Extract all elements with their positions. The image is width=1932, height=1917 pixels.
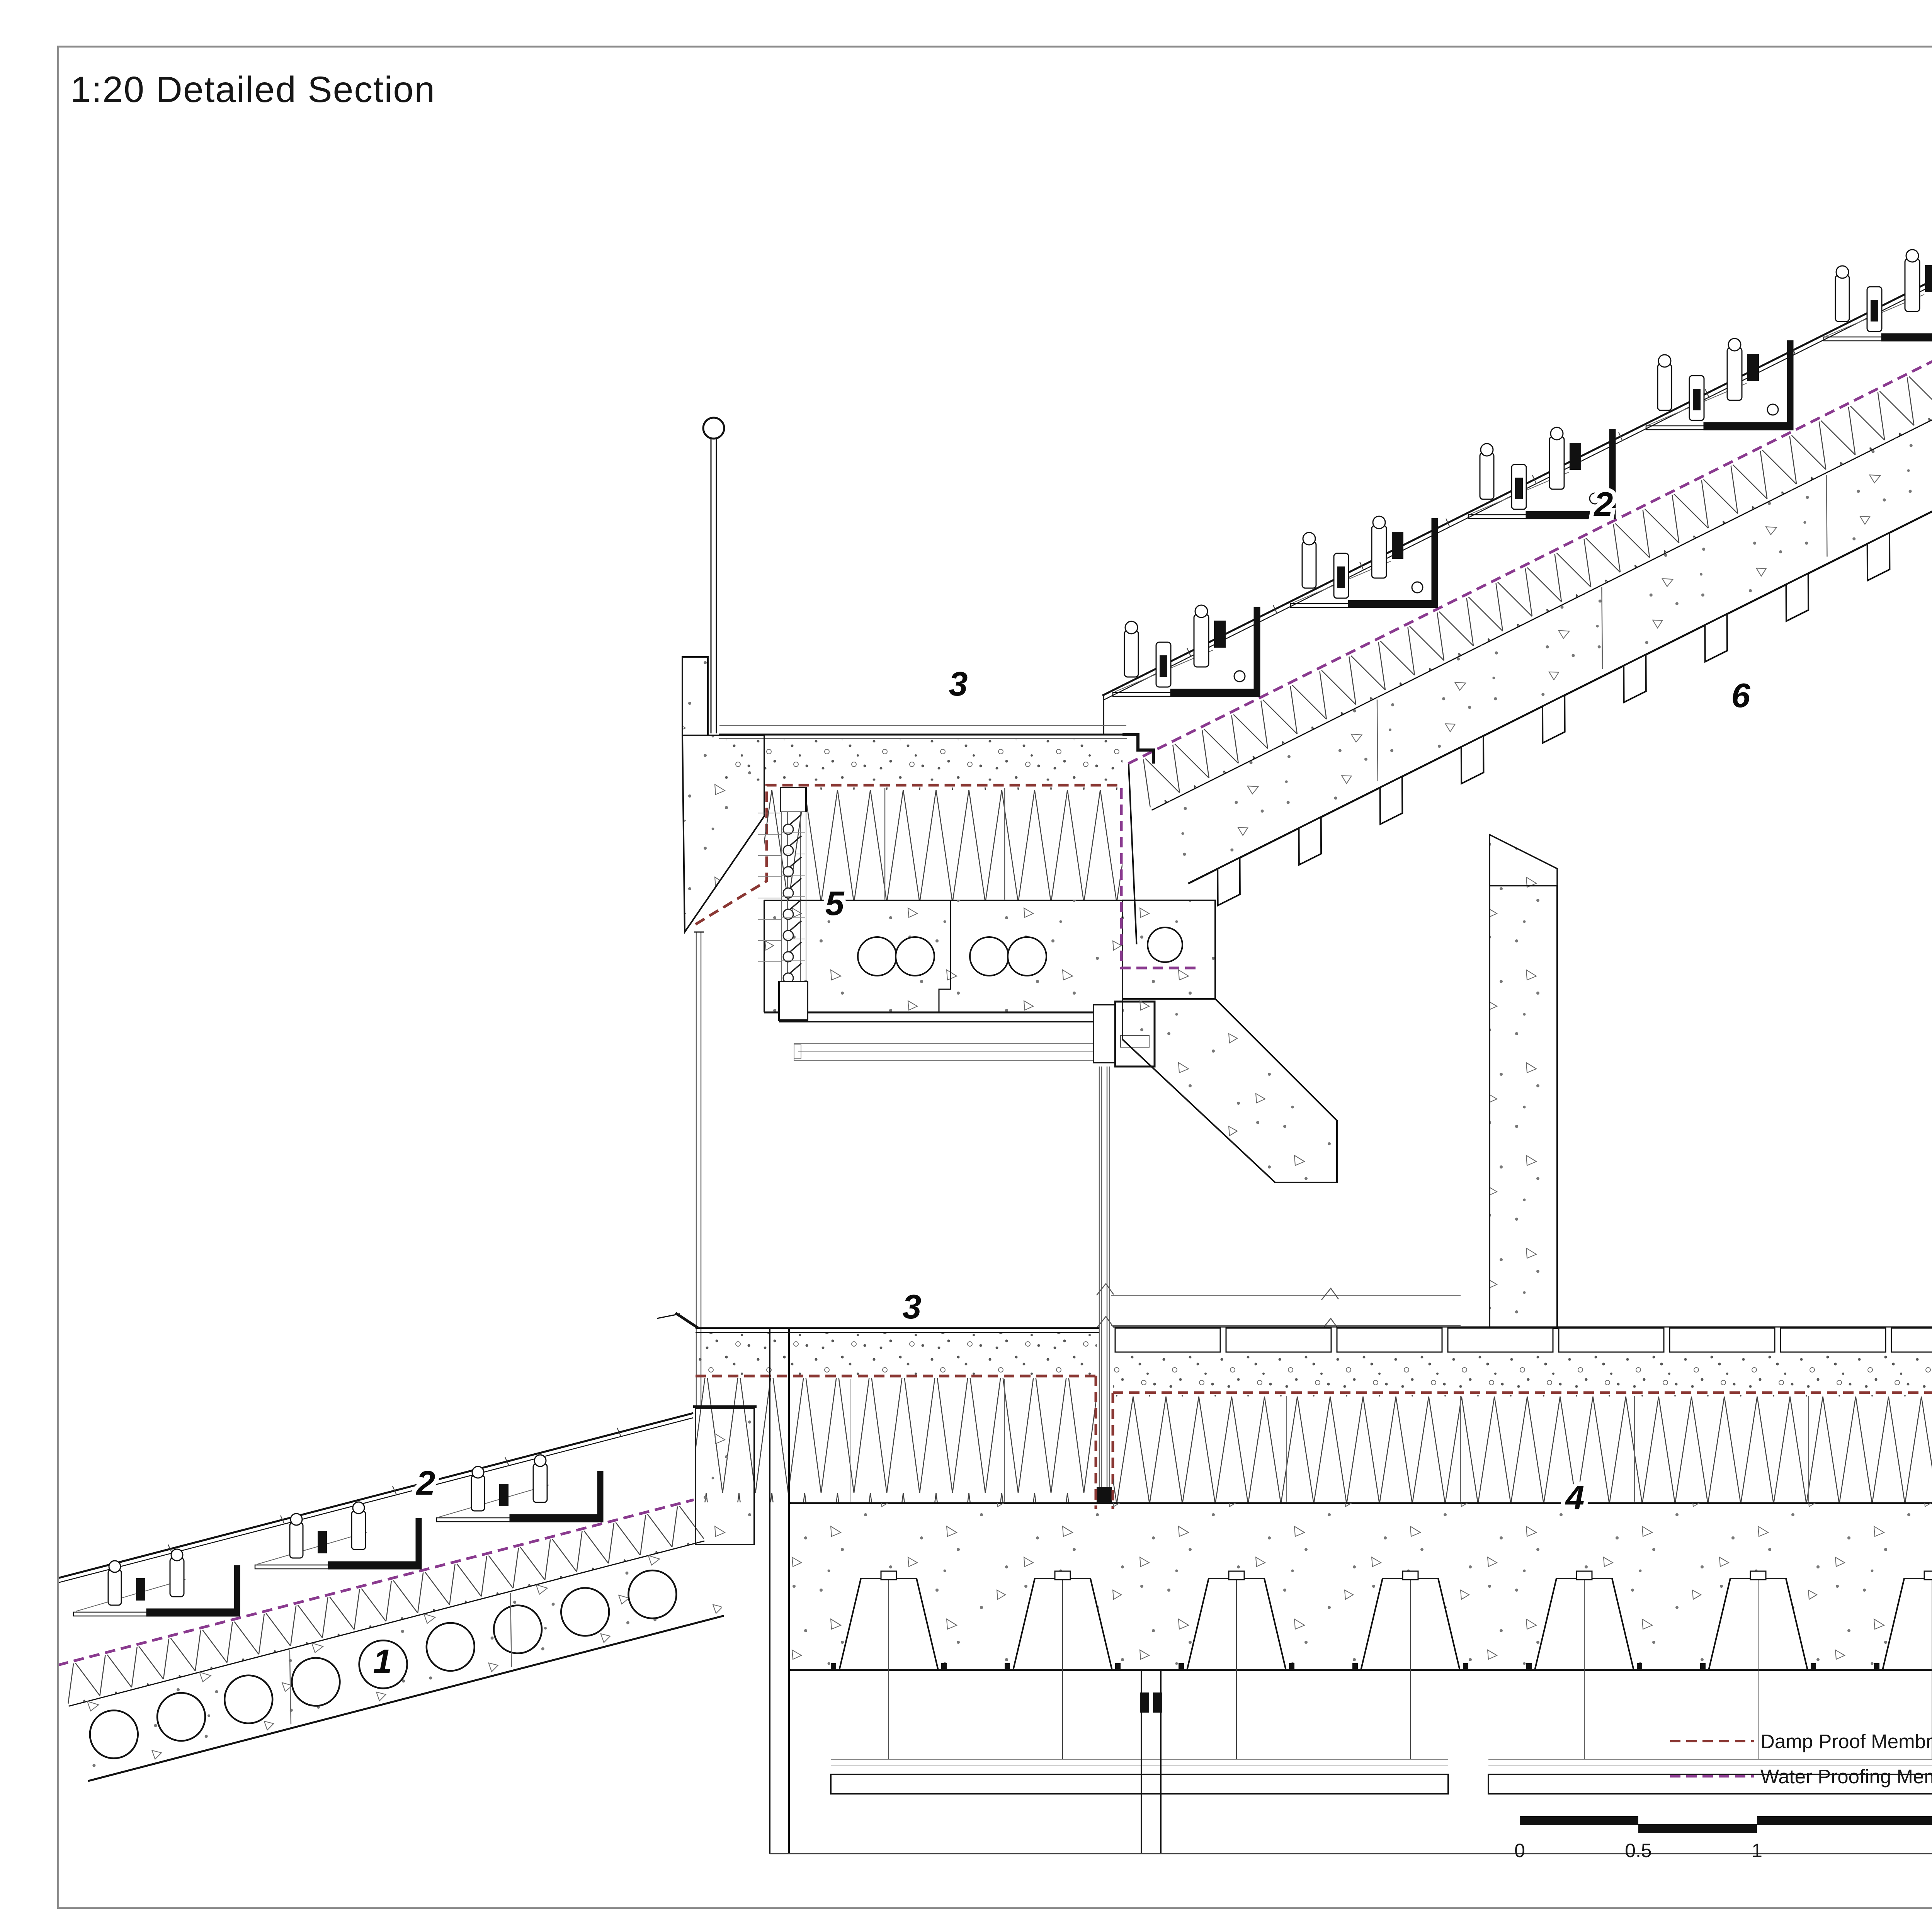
scale-0: 0 (1514, 1840, 1525, 1861)
lower-seating-lift-system (59, 1412, 694, 1617)
page-title: 1:20 Detailed Section (70, 69, 436, 110)
lower-sloped-roof (59, 1405, 757, 1782)
upper-sloped-roof (1122, 337, 1932, 1000)
scale-1: 1 (1752, 1840, 1762, 1861)
glazing-mullion (779, 1000, 1461, 1504)
handrail-cap (702, 417, 725, 440)
sheet-border (57, 46, 1932, 1909)
scale-bar: 0 0.5 1 2m (1514, 1816, 1932, 1861)
concrete-support (1122, 833, 1558, 1329)
callout-upper-seats: 2 (1594, 485, 1613, 523)
callout-vent: 5 (825, 884, 845, 922)
callout-lower-seats: 2 (416, 1464, 435, 1502)
membrane-legend: Damp Proof Membrane Water Proofing Membr… (1670, 1730, 1932, 1788)
terrace-assembly (695, 725, 1200, 1014)
water-proofing-label: Water Proofing Membrane (1760, 1766, 1932, 1788)
parapet-wall (681, 417, 765, 1407)
upper-seating-lift-system (1102, 249, 1932, 735)
callout-lower-roof: 1 (373, 1642, 392, 1681)
damp-proof-label: Damp Proof Membrane (1760, 1730, 1932, 1752)
callout-upper-roof: 6 (1731, 676, 1751, 714)
callout-floor-b: 4 (1565, 1478, 1585, 1517)
callout-terrace-floor: 3 (903, 1288, 922, 1326)
floor-b-assembly (656, 1312, 1932, 1854)
callout-terrace: 3 (949, 665, 968, 703)
ventilation-unit (757, 787, 808, 1021)
scale-05: 0.5 (1625, 1840, 1652, 1861)
